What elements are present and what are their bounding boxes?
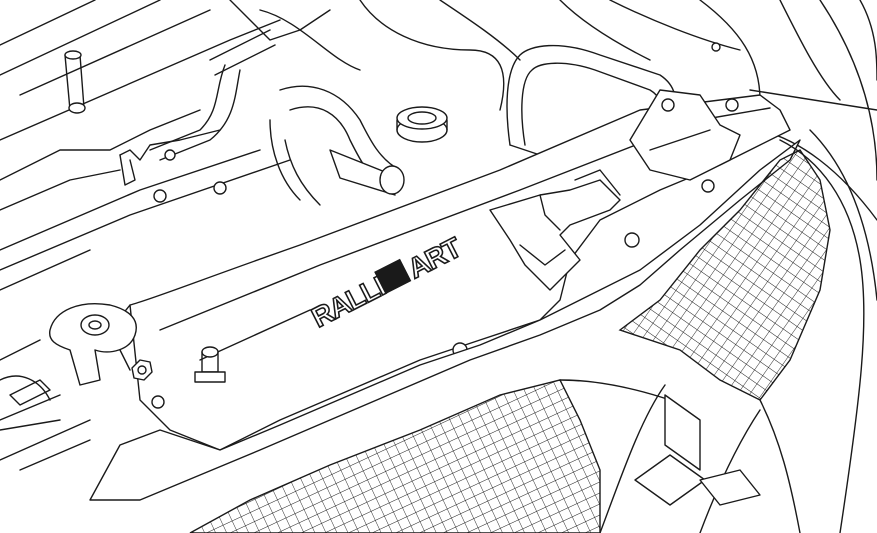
lower-pipe: [329, 149, 405, 196]
left-wheel-area: [0, 375, 91, 471]
filler-cap: [396, 106, 448, 143]
left-mount: [48, 303, 226, 386]
upper-grille-mesh: [618, 149, 831, 401]
bumper-outline: [559, 129, 877, 533]
right-bracket: [629, 89, 741, 181]
front-lip: [89, 139, 801, 501]
three-diamond-emblem: [634, 394, 761, 506]
latch-bracket: [489, 169, 621, 291]
logo-black-block: [374, 258, 412, 295]
lower-grille-mesh: [189, 379, 601, 533]
left-bracket: [119, 129, 227, 203]
